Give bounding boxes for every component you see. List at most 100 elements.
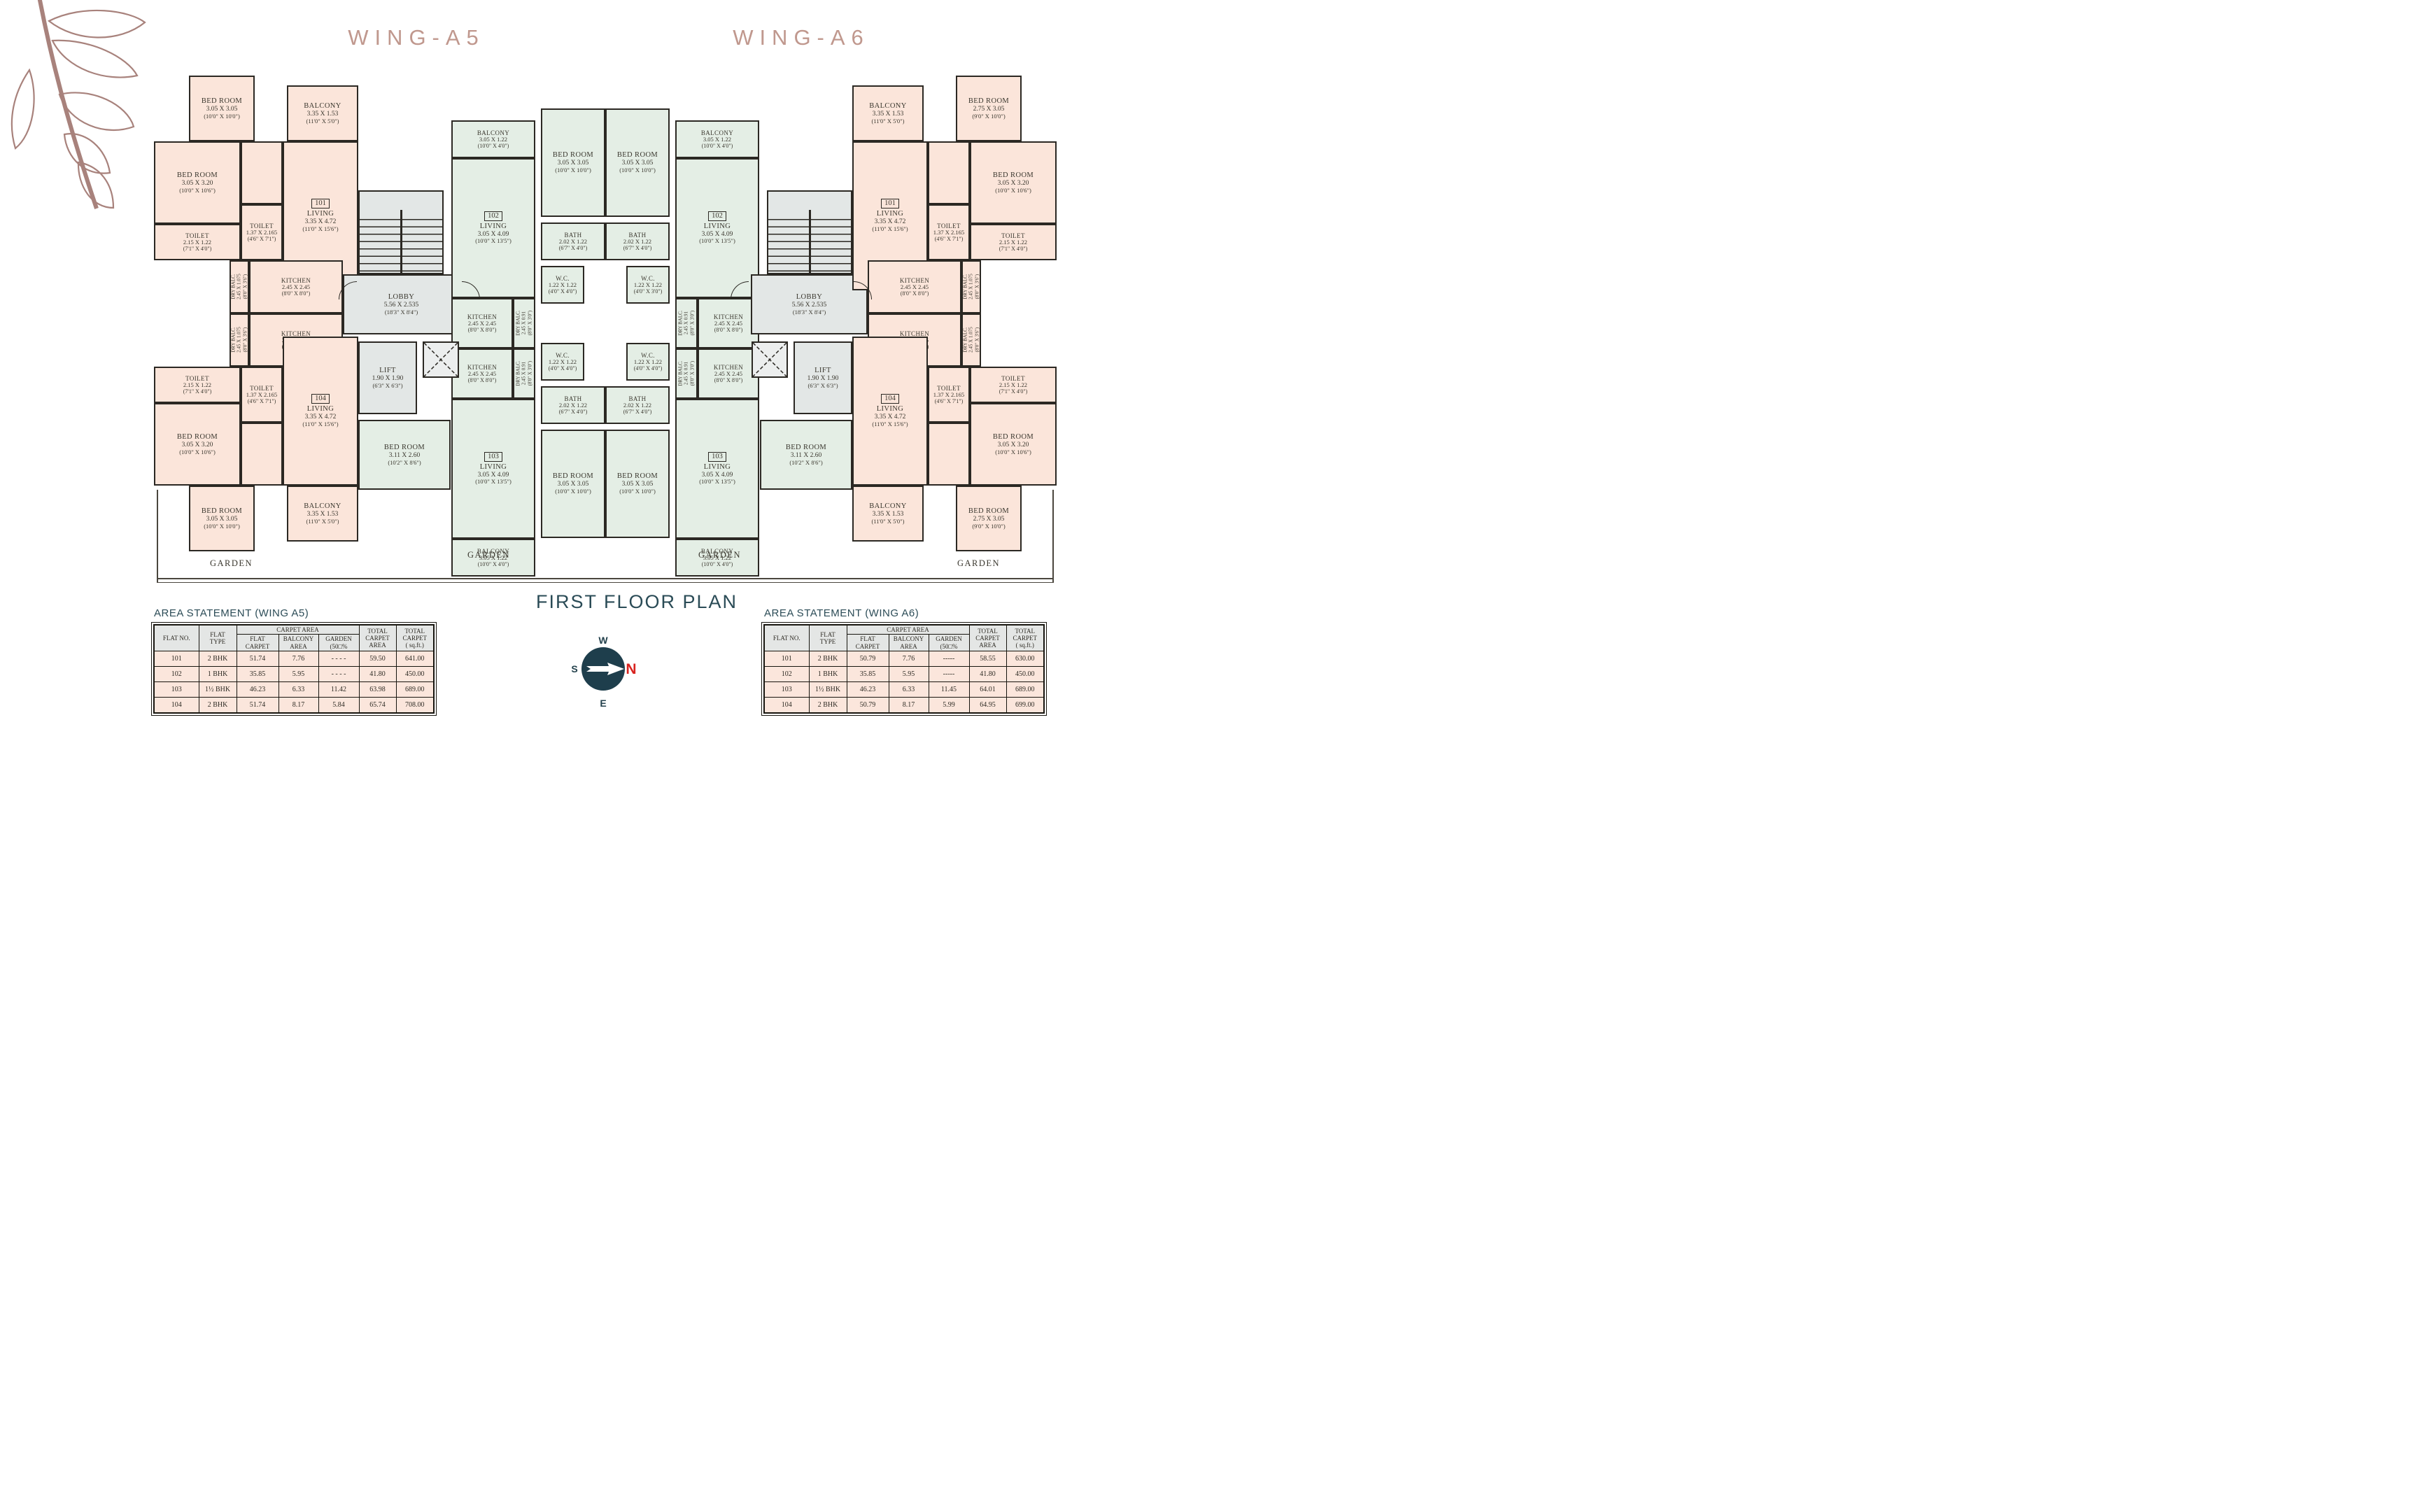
a6-living-103-line0: LIVING — [703, 462, 731, 471]
a6-kitchen-102-line0: KITCHEN — [713, 313, 744, 320]
area-statement-a5-cell: 104 — [153, 697, 199, 714]
area-statement-a6-cell: 5.95 — [888, 666, 929, 683]
a6-wc-103-line2: (4'0" X 4'0") — [633, 365, 663, 372]
a5-living-102-number: 102 — [484, 211, 502, 221]
a5-toilet-215-104-line1: 2.15 X 1.22 — [183, 381, 212, 388]
a5-balcony-102-line1: 3.05 X 1.22 — [479, 135, 508, 143]
a5-toilet-215-104-line0: TOILET — [185, 374, 209, 382]
a5-kitchen-101-line1: 2.45 X 2.45 — [281, 283, 311, 290]
a6-toilet-215-104-line1: 2.15 X 1.22 — [999, 381, 1028, 388]
a5-toilet-215-101-line0: TOILET — [185, 232, 209, 239]
area-statement-a5-cell: 1 BHK — [198, 666, 237, 683]
a6-living-101-line0: LIVING — [876, 210, 904, 218]
area-statement-a6: AREA STATEMENT (WING A6)FLAT NO.FLAT TYP… — [761, 607, 1048, 716]
a6-dry-balc-101-label: DRY BALC.2.45 X 1.075(8'0" X 3'6") — [962, 274, 980, 300]
area-statement-a5-cell: 6.33 — [278, 681, 319, 698]
a5-bedroom-103-line2: (10'0" X 10'0") — [555, 488, 591, 495]
a6-living-101-line1: 3.35 X 4.72 — [874, 218, 906, 226]
area-statement-a6-cell: 64.01 — [968, 681, 1007, 698]
a6-bath-103-line1: 2.02 X 1.22 — [623, 401, 652, 409]
a6-wc-102-line0: W.C. — [641, 274, 655, 282]
a6-dry-balc-101: DRY BALC.2.45 X 1.075(8'0" X 3'6") — [961, 260, 981, 313]
leaf-decoration — [10, 0, 146, 209]
a5-bedroom-2-104-line0: BED ROOM — [176, 432, 218, 441]
a5-kitchen-101-line2: (8'0" X 8'0") — [281, 290, 311, 297]
area-statement-a5-cell: 41.80 — [358, 666, 397, 683]
a6-wc-102-line2: (4'0" X 3'0") — [633, 288, 663, 295]
area-statement-a5-header: TOTAL CARPET ( sq.ft.) — [395, 624, 435, 652]
area-statement-a6-cell: 5.99 — [928, 697, 970, 714]
a6-bedroom-2-104-line0: BED ROOM — [992, 432, 1034, 441]
a5-lobby-line1: 5.56 X 2.535 — [383, 301, 419, 309]
a6-living-101-line2: (11'0" X 15'6") — [872, 225, 908, 232]
a5-lobby-line2: (18'3" X 8'4") — [384, 308, 418, 316]
a6-living-104-line2: (11'0" X 15'6") — [872, 420, 908, 428]
a5-bath-102-line0: BATH — [564, 231, 582, 239]
area-statement-a6-header: TOTAL CARPET AREA — [968, 624, 1007, 652]
compass-w: W — [598, 635, 608, 646]
a6-balcony-101-line2: (11'0" X 5'0") — [871, 117, 905, 125]
a5-bedroom-103-line0: BED ROOM — [552, 472, 594, 481]
a6-toilet-137-101-line2: (4'6" X 7'1") — [934, 236, 964, 243]
a5-bedroom-2-101-line0: BED ROOM — [176, 171, 218, 179]
area-statement-a5-cell: - - - - — [318, 651, 360, 667]
area-statement-a5-cell: 5.84 — [318, 697, 360, 714]
a5-passage-104 — [241, 423, 283, 486]
area-statement-a6-header: FLAT TYPE — [808, 624, 847, 652]
area-statement-a6-header: CARPET AREA — [846, 624, 970, 635]
a6-kitchen-101-line0: KITCHEN — [899, 276, 930, 284]
a6-passage-104 — [928, 423, 970, 486]
a5-balcony-103-line0: BALCONY — [477, 547, 510, 555]
a5-wc-102: W.C.1.22 X 1.22(4'0" X 4'0") — [541, 266, 584, 304]
a6-dry-balc-102: DRY BALC.2.45 X 0.91(8'0" X 3'0") — [675, 298, 698, 348]
a6-bath-102-line1: 2.02 X 1.22 — [623, 237, 652, 245]
area-statement-a6-cell: ----- — [928, 651, 970, 667]
a5-toilet-137-104-line2: (4'6" X 7'1") — [247, 398, 276, 405]
a6-bath-102-line2: (6'7" X 4'0") — [623, 245, 652, 252]
a5-lift-line0: LIFT — [379, 366, 396, 374]
area-statement-a6-cell: 2 BHK — [808, 697, 847, 714]
a6-toilet-137-104-line2: (4'6" X 7'1") — [934, 398, 964, 405]
a6-toilet-137-104-line0: TOILET — [937, 384, 961, 392]
a5-dry-balc-103: DRY BALC.2.45 X 0.91(8'0" X 3'0") — [513, 348, 535, 399]
a5-kitchen-102-line1: 2.45 X 2.45 — [467, 319, 497, 327]
a5-living-103-number: 103 — [484, 451, 502, 462]
a6-bedroom-103-line2: (10'0" X 10'0") — [619, 488, 656, 495]
a6-bedroom-2-101-line0: BED ROOM — [992, 171, 1034, 179]
a6-kitchen-103-line0: KITCHEN — [713, 363, 744, 371]
plot-boundary-1 — [157, 582, 1054, 583]
area-statement-a5-header: FLAT NO. — [153, 624, 199, 652]
a6-passage-101 — [928, 141, 970, 204]
a6-bedroom-corner-bot-line1: 2.75 X 3.05 — [973, 515, 1005, 523]
a6-toilet-137-104-line1: 1.37 X 2.165 — [933, 390, 965, 398]
a6-living-101-number: 101 — [881, 199, 899, 209]
a6-bedroom-102-line1: 3.05 X 3.05 — [621, 160, 654, 167]
a6-bedroom-corner-bot-line0: BED ROOM — [968, 507, 1010, 515]
area-statement-a6-cell: 1½ BHK — [808, 681, 847, 698]
area-statement-a6-header: FLAT NO. — [763, 624, 810, 652]
a5-living-101-line2: (11'0" X 15'6") — [302, 225, 339, 232]
a6-kitchen-102-line2: (8'0" X 8'0") — [714, 327, 743, 334]
a6-living-104-number: 104 — [881, 394, 899, 404]
